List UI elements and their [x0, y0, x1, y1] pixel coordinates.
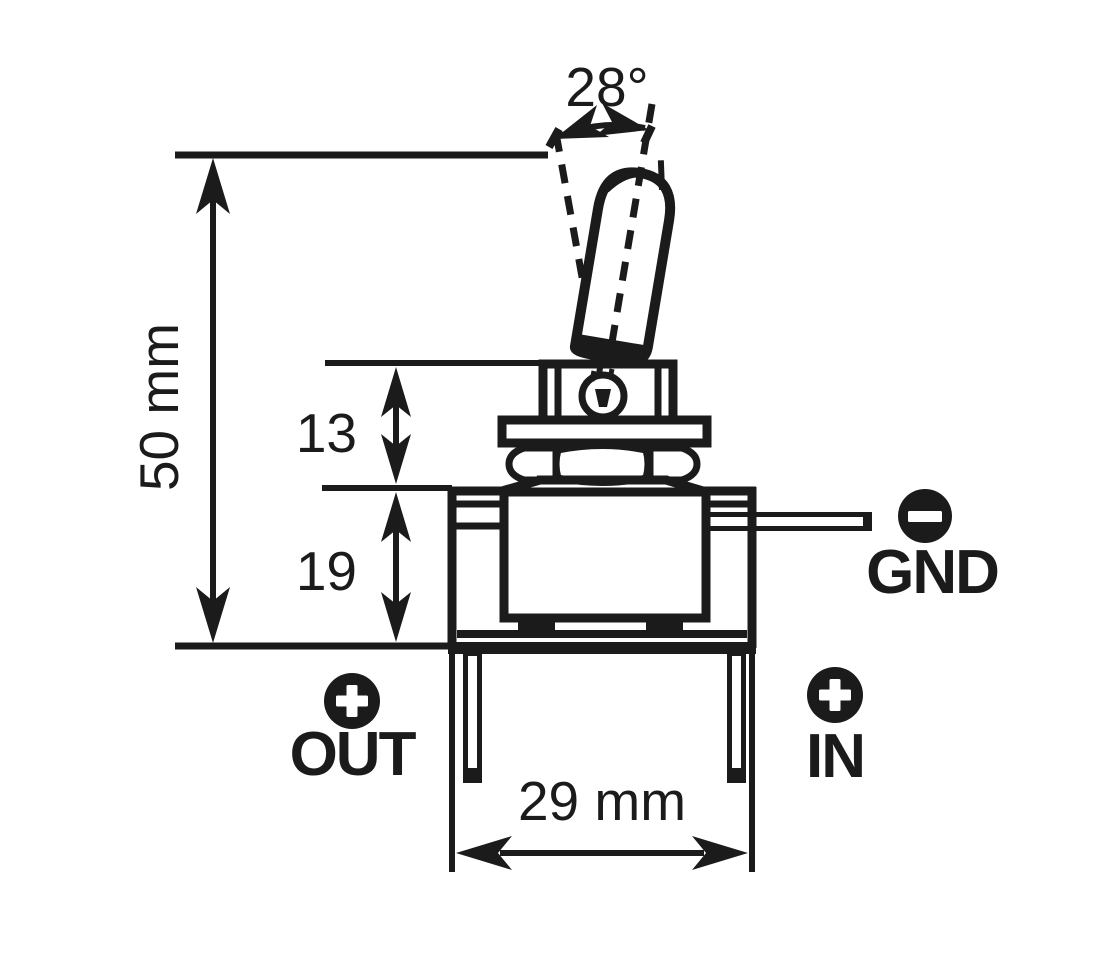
hex-nut	[505, 442, 701, 486]
switch-body	[447, 475, 872, 654]
arrowhead-down-icon	[196, 587, 230, 643]
dimension-lever-angle: 28°	[545, 56, 656, 149]
lever-center-dashed-line	[599, 103, 656, 397]
terminal-out: OUT	[290, 673, 419, 789]
pivot-tick	[607, 368, 615, 380]
body-top-plate	[448, 475, 756, 496]
arrowhead-up-icon	[381, 367, 411, 417]
lever-angle-value: 28°	[565, 56, 648, 118]
pivot-key	[595, 389, 611, 407]
arrowhead-down-icon	[381, 434, 411, 484]
arrowhead-left-icon	[554, 105, 609, 139]
arrowhead-up-icon	[381, 492, 411, 542]
arrowhead-right-icon	[595, 103, 649, 136]
arrowhead-down-icon	[381, 592, 411, 642]
terminal-pin-slot	[732, 656, 741, 768]
terminal-out-label: OUT	[290, 720, 417, 789]
nut-facet-left	[505, 444, 560, 484]
body-inner-box	[499, 487, 711, 623]
lever	[569, 160, 676, 366]
terminal-gnd: GND	[866, 489, 1000, 607]
terminal-pins	[463, 650, 746, 783]
lever-tip-tick	[657, 160, 665, 191]
plus-circle-icon	[807, 667, 863, 723]
washer-plate	[497, 415, 712, 448]
dimension-total-height: 50 mm	[128, 151, 548, 650]
switch-drawing	[447, 103, 872, 783]
dimension-body-width: 29 mm	[449, 654, 755, 872]
pivot-tick	[589, 370, 597, 382]
minus-circle-icon	[898, 489, 952, 543]
dimension-neck-height: 13	[296, 360, 547, 491]
nut-facet-right	[646, 444, 701, 484]
lever-base-band	[576, 334, 647, 360]
dimension-body-height: 19	[296, 492, 411, 642]
terminal-pin-slot	[468, 656, 477, 768]
arrowhead-up-icon	[196, 158, 230, 214]
terminal-in: IN	[806, 667, 866, 791]
arrowhead-left-icon	[456, 836, 512, 870]
neck-height-value: 13	[296, 402, 357, 464]
terminal-gnd-label: GND	[866, 538, 998, 607]
terminal-in-label: IN	[806, 722, 864, 791]
body-height-value: 19	[296, 540, 357, 602]
arrowhead-right-icon	[692, 836, 748, 870]
ground-wire	[706, 512, 872, 531]
body-width-value: 29 mm	[518, 770, 686, 832]
plus-circle-icon	[324, 673, 380, 729]
lever-alt-position-dashed-line	[552, 132, 607, 394]
total-height-value: 50 mm	[128, 323, 190, 491]
